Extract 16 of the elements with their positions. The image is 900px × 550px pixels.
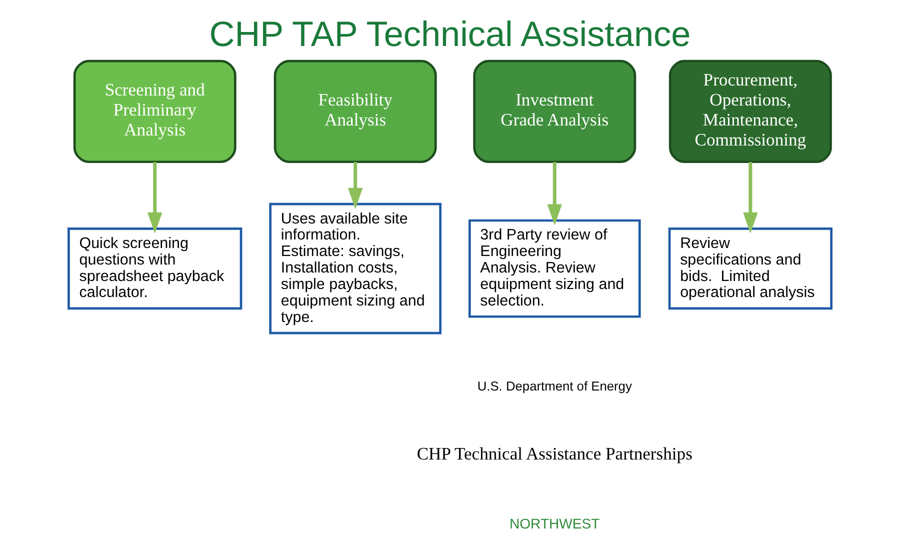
arrow <box>547 162 562 226</box>
arrow <box>147 162 162 234</box>
node-box: 3rd Party review of Engineering Analysis. Review equipment sizing and selection. <box>468 219 641 318</box>
node-box: Feasibility Analysis <box>274 60 437 164</box>
diagram-title: CHP TAP Technical Assistance <box>209 14 691 54</box>
arrow <box>348 162 363 210</box>
node-box: Investment Grade Analysis <box>473 60 636 164</box>
node-box: Procurement, Operations, Maintenance, Commissioning <box>668 60 832 164</box>
label: CHP Technical Assistance Partnerships <box>416 444 692 464</box>
arrow <box>743 162 758 234</box>
label: U.S. Department of Energy <box>477 378 632 394</box>
label: NORTHWEST <box>510 515 600 532</box>
node-box: Quick screening questions with spreadsheet payback calculator. <box>68 228 242 310</box>
node-box: Review specifications and bids. Limited operational analysis <box>668 228 832 310</box>
node-box: Uses available site information. Estimate: savings, Installation costs, simple paybacks, equipment sizing and type. <box>269 202 442 334</box>
node-box: Screening and Preliminary Analysis <box>73 60 236 164</box>
